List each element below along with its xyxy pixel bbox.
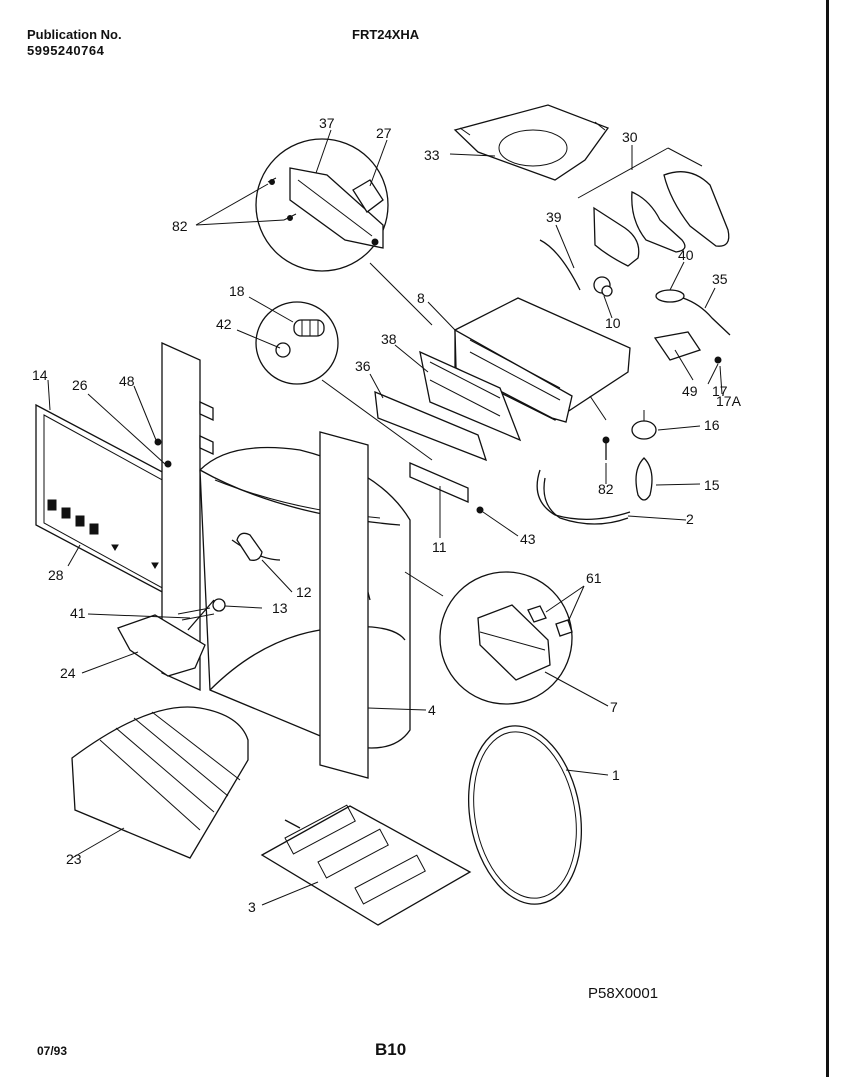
- part-41-spring: [187, 599, 215, 631]
- callout-13: 13: [272, 600, 288, 616]
- part-2-harness: [536, 469, 631, 520]
- leader-lines: [47, 129, 723, 906]
- publication-number: 5995240764: [27, 43, 105, 58]
- callout-4: 4: [428, 702, 436, 718]
- callout-23: 23: [66, 851, 82, 867]
- callout-12: 12: [296, 584, 312, 600]
- part-33-mounting-plate: [453, 104, 610, 181]
- callout-17: 17: [712, 383, 728, 399]
- callout-27: 27: [376, 125, 392, 141]
- callout-39: 39: [546, 209, 562, 225]
- part-13-washer: [212, 598, 226, 612]
- figure-code: P58X0001: [588, 985, 659, 1002]
- part-43-screw: [476, 506, 484, 514]
- part-12-clip: [236, 532, 263, 561]
- callout-18: 18: [229, 283, 245, 299]
- callout-7: 7: [610, 699, 618, 715]
- front-post: [319, 431, 369, 779]
- page-number: B10: [375, 1040, 407, 1059]
- callout-10: 10: [605, 315, 621, 331]
- callout-30: 30: [622, 129, 638, 145]
- callout-17a: 17A: [716, 393, 742, 409]
- part-23-drip-tray: [71, 706, 249, 859]
- motor-assembly: [539, 147, 731, 364]
- part-3-heater: [260, 804, 472, 926]
- part-1-gasket: [467, 725, 583, 905]
- callout-82b: 82: [598, 481, 614, 497]
- callout-26: 26: [72, 377, 88, 393]
- callout-43: 43: [520, 531, 536, 547]
- publication-date: 07/93: [37, 1044, 68, 1058]
- callout-28: 28: [48, 567, 64, 583]
- callout-38: 38: [381, 331, 397, 347]
- callout-labels: 37 27 33 30 82 39 40 35 18 42 8 38 36 10…: [32, 115, 742, 915]
- detail-circle-top: [255, 138, 433, 326]
- callout-24: 24: [60, 665, 76, 681]
- callout-82: 82: [172, 218, 188, 234]
- callout-40: 40: [678, 247, 694, 263]
- detail-circle-switch: [404, 571, 573, 705]
- dispenser-frame: [154, 341, 214, 692]
- callout-11: 11: [432, 539, 447, 555]
- callout-14: 14: [32, 367, 48, 383]
- part-82-screw: [602, 436, 610, 460]
- page-border: [826, 0, 829, 1077]
- part-24-chute: [117, 607, 215, 677]
- callout-8: 8: [417, 290, 425, 306]
- callout-49: 49: [682, 383, 698, 399]
- callout-48: 48: [119, 373, 135, 389]
- callout-37: 37: [319, 115, 335, 131]
- callout-36: 36: [355, 358, 371, 374]
- model-number: FRT24XHA: [352, 27, 420, 42]
- callout-41: 41: [70, 605, 86, 621]
- callout-35: 35: [712, 271, 728, 287]
- control-box: [374, 297, 631, 503]
- callout-61: 61: [586, 570, 602, 586]
- callout-15: 15: [704, 477, 720, 493]
- part-16-15-light: [631, 410, 657, 501]
- callout-2: 2: [686, 511, 694, 527]
- callout-1: 1: [612, 767, 620, 783]
- publication-label: Publication No.: [27, 27, 122, 42]
- callout-42: 42: [216, 316, 232, 332]
- callout-33: 33: [424, 147, 440, 163]
- callout-16: 16: [704, 417, 720, 433]
- detail-circle-small: [255, 301, 433, 461]
- callout-3: 3: [248, 899, 256, 915]
